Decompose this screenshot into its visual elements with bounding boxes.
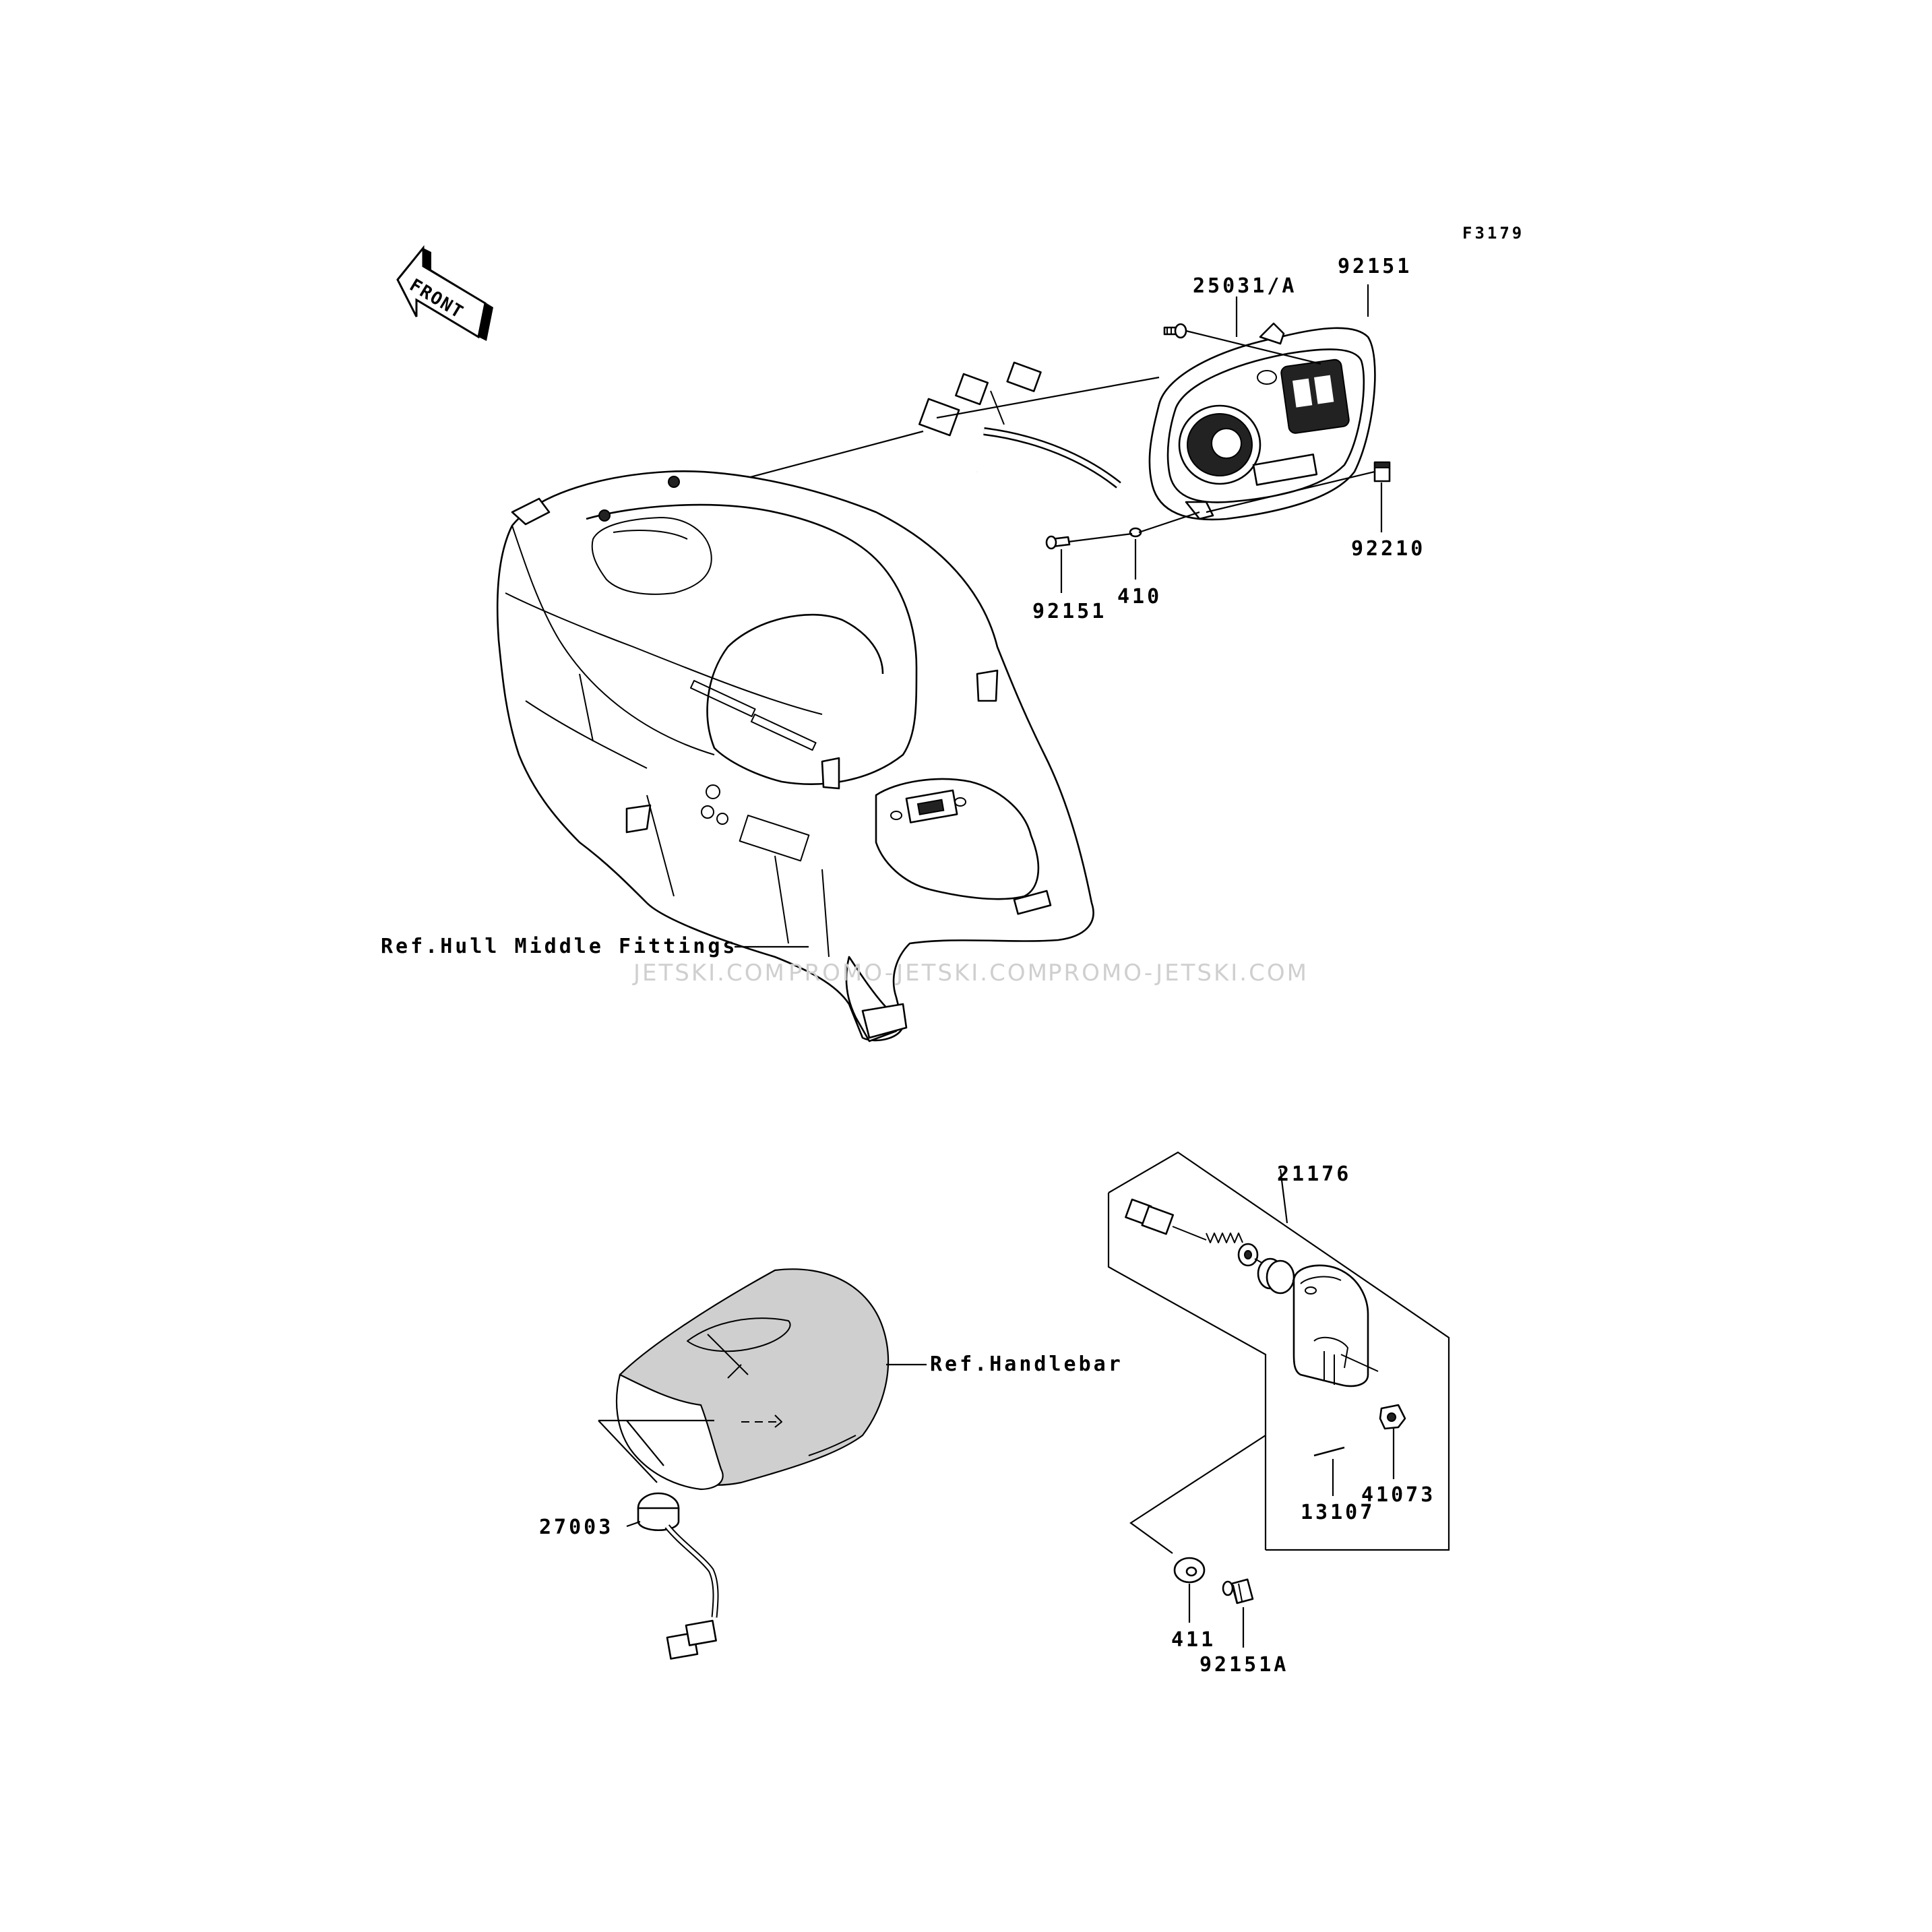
part-41073-label: 41073 — [1361, 1483, 1435, 1507]
part-27003-label: 27003 — [539, 1516, 613, 1539]
ref-hull-label: Ref.Hull Middle Fittings — [381, 935, 737, 958]
figure-code: F3179 — [1462, 224, 1524, 243]
part-410-label: 410 — [1117, 585, 1162, 609]
hull-middle-fittings — [496, 470, 1094, 1042]
switch-27003 — [598, 1419, 719, 1660]
part-411-label: 411 — [1171, 1628, 1216, 1652]
watermark-3: PROMO-JETSKI.COM — [1048, 960, 1309, 987]
sensor-kit-21176 — [1107, 1151, 1450, 1554]
part-13107-label: 13107 — [1301, 1501, 1375, 1524]
bolt-92151a — [1222, 1578, 1254, 1604]
part-25031a-label: 25031/A — [1193, 274, 1297, 298]
part-92151-top-label: 92151 — [1338, 255, 1412, 278]
handlebar-cover — [615, 1268, 890, 1491]
part-92151-left-label: 92151 — [1032, 600, 1107, 623]
part-92210-label: 92210 — [1351, 537, 1425, 561]
watermark-2: PROMO-JETSKI.COM — [788, 960, 1049, 987]
nut-92210 — [1373, 461, 1391, 482]
meter-assembly — [918, 322, 1376, 521]
part-21176-label: 21176 — [1277, 1162, 1351, 1186]
clip-41073 — [1379, 1404, 1406, 1430]
washer-411 — [1173, 1557, 1206, 1584]
screw-92151-top — [1163, 323, 1187, 339]
watermark-1: JETSKI.COM — [632, 960, 786, 987]
part-92151a-label: 92151A — [1199, 1653, 1288, 1677]
ref-handlebar-label: Ref.Handlebar — [930, 1352, 1123, 1376]
screw-92151-left — [1045, 535, 1071, 550]
pin-13107 — [1313, 1446, 1345, 1457]
front-arrow-icon: FRONT — [396, 245, 493, 341]
